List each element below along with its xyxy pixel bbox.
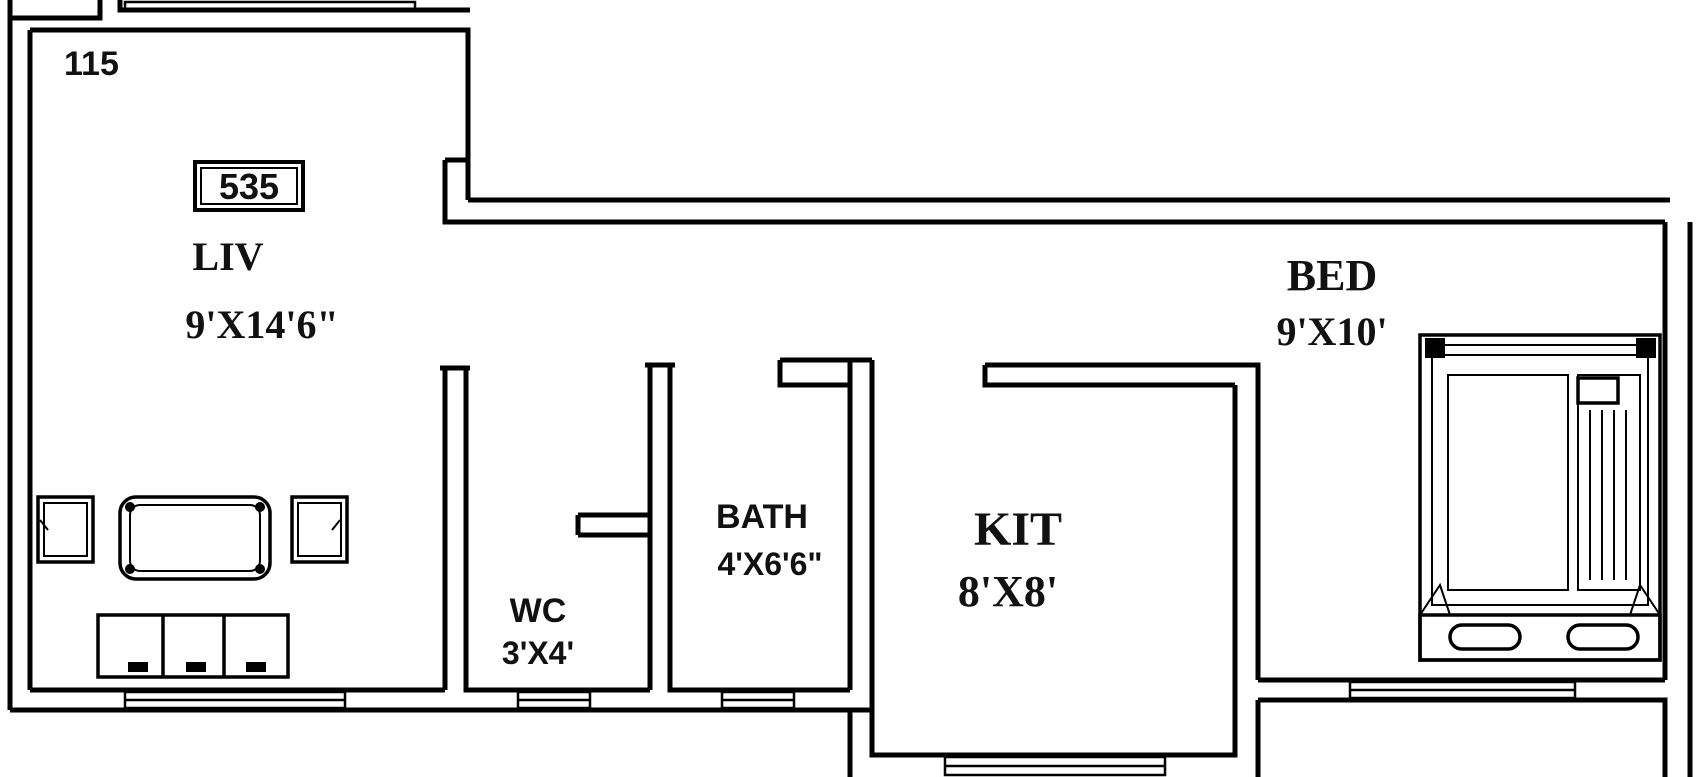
room-name-liv: LIV	[192, 234, 263, 279]
room-name-bath: BATH	[716, 498, 808, 536]
wall-kit-outline	[869, 360, 1238, 758]
wall-liv-notch	[445, 157, 471, 200]
window-bed-bottom	[1348, 680, 1577, 700]
wall-top-main-inner	[442, 160, 1665, 225]
wall-wc-bath-partition-b	[667, 365, 850, 693]
window-wc-bottom	[516, 690, 592, 710]
armchair-right	[290, 495, 349, 564]
wall-bath-door-jamb	[777, 360, 850, 388]
room-size-bed: 9'X10'	[1276, 309, 1387, 354]
room-name-kit: KIT	[974, 503, 1062, 556]
window-liv-bottom	[123, 690, 347, 710]
wall-liv-top	[30, 27, 471, 160]
wall-bottom-outer-left	[10, 707, 853, 777]
area-badge: 535	[193, 160, 305, 212]
window-kit-bottom	[943, 755, 1167, 777]
wall-bed-bottom-outer	[1258, 697, 1668, 777]
windows	[123, 0, 1577, 777]
room-name-wc: WC	[510, 592, 567, 630]
window-bath-bottom	[720, 690, 796, 710]
room-size-liv: 9'X14'6"	[185, 302, 338, 347]
wall-top-left-stub	[7, 0, 103, 21]
walls	[7, 0, 1693, 777]
wall-kit-top	[985, 362, 1261, 680]
armchair-left	[36, 495, 95, 564]
sofa-three-seater	[96, 613, 290, 679]
room-size-bath: 4'X6'6"	[717, 546, 822, 582]
wall-wc-left	[463, 370, 650, 693]
wall-wc-stub	[575, 512, 650, 538]
room-name-bed: BED	[1287, 251, 1377, 300]
room-size-kit: 8'X8'	[958, 567, 1058, 616]
area-badge-value: 535	[219, 166, 279, 207]
sofa-set	[36, 495, 349, 679]
room-size-wc: 3'X4'	[502, 635, 574, 671]
window-top-left	[123, 0, 417, 12]
wall-kit-top-inner	[982, 365, 1235, 388]
labels: 115 535 LIV 9'X14'6" BED 9'X10' BATH 4'X…	[64, 45, 1388, 671]
unit-number: 115	[64, 45, 119, 83]
double-bed	[1418, 333, 1662, 662]
coffee-table	[118, 495, 272, 581]
